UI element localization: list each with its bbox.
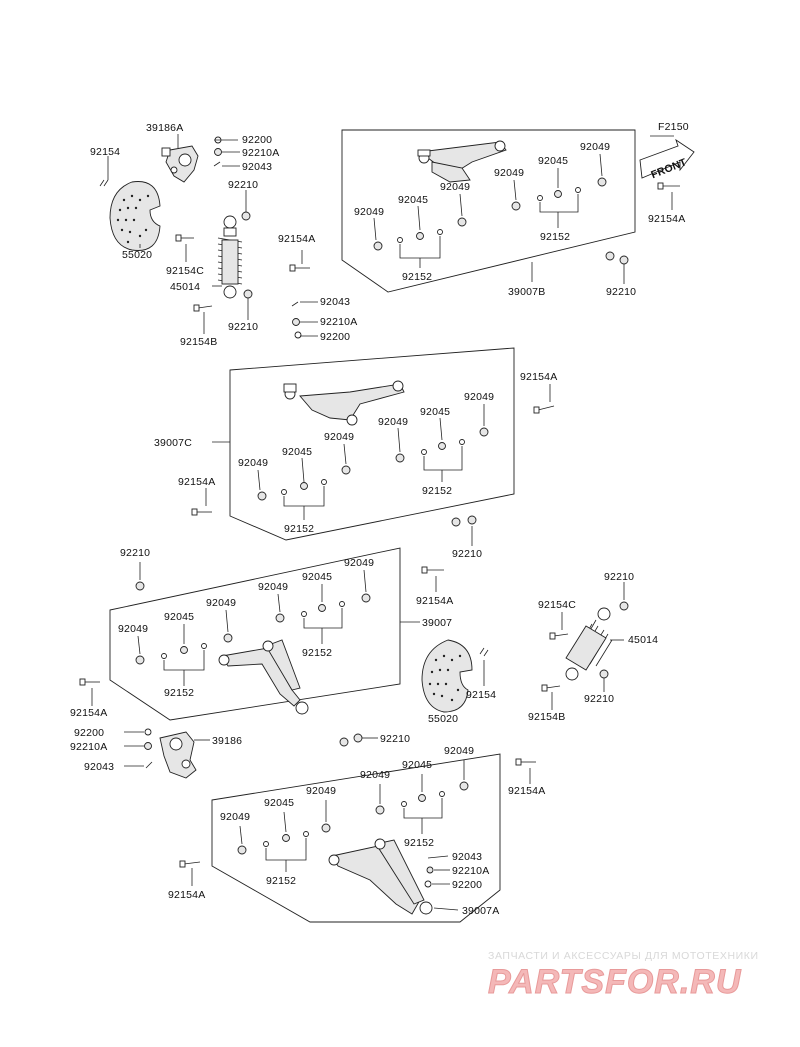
label-92210A: 92210A — [70, 741, 107, 753]
front-arrow — [639, 135, 695, 179]
label-55020: 55020 — [122, 249, 152, 261]
brake-disc-right — [421, 639, 489, 713]
label-45014: 45014 — [628, 634, 658, 646]
label-92154B: 92154B — [180, 336, 217, 348]
label-92200: 92200 — [320, 331, 350, 343]
hardware-lower-left — [79, 562, 444, 706]
brake-disc-top — [109, 181, 161, 251]
label-92154A: 92154A — [416, 595, 453, 607]
label-92154A: 92154A — [178, 476, 215, 488]
label-92049: 92049 — [206, 597, 236, 609]
label-92049: 92049 — [220, 811, 250, 823]
label-92210A: 92210A — [452, 865, 489, 877]
label-92043: 92043 — [452, 851, 482, 863]
part-number-labels: F2150 FRONT 39186A 92154 92200 92210A 92… — [70, 121, 689, 917]
label-39007: 39007 — [422, 617, 452, 629]
label-92154A: 92154A — [168, 889, 205, 901]
label-92210: 92210 — [120, 547, 150, 559]
label-92210: 92210 — [584, 693, 614, 705]
label-92043: 92043 — [320, 296, 350, 308]
label-92154: 92154 — [90, 146, 120, 158]
label-92210: 92210 — [604, 571, 634, 583]
hardware-tr — [605, 182, 680, 284]
label-92154: 92154 — [466, 689, 496, 701]
label-92049: 92049 — [238, 457, 268, 469]
label-92154A: 92154A — [278, 233, 315, 245]
shock-absorber-top — [217, 215, 243, 299]
label-92049: 92049 — [344, 557, 374, 569]
label-92154B: 92154B — [528, 711, 565, 723]
label-92154A: 92154A — [508, 785, 545, 797]
label-92152: 92152 — [302, 647, 332, 659]
label-92043: 92043 — [84, 761, 114, 773]
label-92200: 92200 — [452, 879, 482, 891]
label-92049: 92049 — [354, 206, 384, 218]
label-92210A: 92210A — [242, 147, 279, 159]
label-92200: 92200 — [242, 134, 272, 146]
label-92152: 92152 — [402, 271, 432, 283]
label-92152: 92152 — [422, 485, 452, 497]
label-92210: 92210 — [452, 548, 482, 560]
label-92200: 92200 — [74, 727, 104, 739]
label-92045: 92045 — [282, 446, 312, 458]
label-92210: 92210 — [228, 321, 258, 333]
label-92152: 92152 — [284, 523, 314, 535]
label-92049: 92049 — [360, 769, 390, 781]
label-92049: 92049 — [118, 623, 148, 635]
watermark-logo: PARTSFOR.RU — [487, 963, 742, 1002]
label-92043: 92043 — [242, 161, 272, 173]
knuckle-assembly-left — [124, 728, 210, 779]
label-45014: 45014 — [170, 281, 200, 293]
arm-box-39007b — [341, 129, 636, 293]
label-92049: 92049 — [464, 391, 494, 403]
label-92049: 92049 — [324, 431, 354, 443]
label-92045: 92045 — [164, 611, 194, 623]
label-39007C: 39007C — [154, 437, 192, 449]
label-92049: 92049 — [444, 745, 474, 757]
hardware-bottom — [179, 733, 536, 886]
arm-box-39007c — [212, 347, 515, 541]
label-92049: 92049 — [440, 181, 470, 193]
label-92049: 92049 — [258, 581, 288, 593]
label-92210A: 92210A — [320, 316, 357, 328]
leader-lines-top — [107, 134, 318, 337]
label-92154A: 92154A — [70, 707, 107, 719]
label-92045: 92045 — [398, 194, 428, 206]
label-39186A: 39186A — [146, 122, 183, 134]
knuckle-assembly-top — [161, 145, 199, 183]
label-92045: 92045 — [538, 155, 568, 167]
label-92152: 92152 — [266, 875, 296, 887]
shock-absorber-right — [541, 582, 629, 710]
label-92152: 92152 — [540, 231, 570, 243]
label-92154C: 92154C — [166, 265, 204, 277]
label-92210: 92210 — [606, 286, 636, 298]
arm-box-39007 — [109, 547, 420, 721]
label-92049: 92049 — [494, 167, 524, 179]
hardware-mid — [191, 384, 555, 546]
label-92154A: 92154A — [648, 213, 685, 225]
label-92210: 92210 — [228, 179, 258, 191]
label-55020: 55020 — [428, 713, 458, 725]
label-92045: 92045 — [420, 406, 450, 418]
label-92152: 92152 — [164, 687, 194, 699]
label-92210: 92210 — [380, 733, 410, 745]
label-39186: 39186 — [212, 735, 242, 747]
label-92045: 92045 — [264, 797, 294, 809]
label-92049: 92049 — [378, 416, 408, 428]
label-92045: 92045 — [302, 571, 332, 583]
label-39007A: 39007A — [462, 905, 499, 917]
label-92152: 92152 — [404, 837, 434, 849]
label-92049: 92049 — [306, 785, 336, 797]
watermark-caption: ЗАПЧАСТИ И АКСЕССУАРЫ ДЛЯ МОТОТЕХНИКИ — [488, 950, 759, 962]
label-92045: 92045 — [402, 759, 432, 771]
label-92049: 92049 — [580, 141, 610, 153]
arm-box-39007a — [211, 753, 501, 923]
diagram-code: F2150 — [658, 121, 689, 133]
label-92154A: 92154A — [520, 371, 557, 383]
label-92154C: 92154C — [538, 599, 576, 611]
label-39007B: 39007B — [508, 286, 545, 298]
